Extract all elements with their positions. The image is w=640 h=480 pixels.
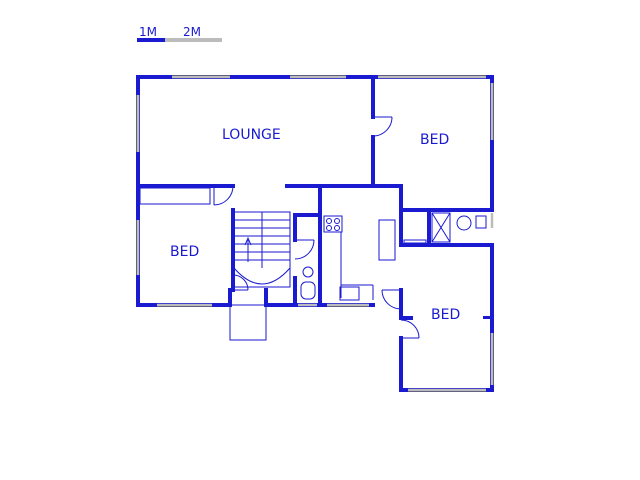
window-bed-top	[378, 75, 486, 79]
stair-treads	[234, 219, 290, 261]
scale-label-1m: 1M	[139, 25, 157, 39]
windows	[136, 75, 494, 392]
shower	[431, 212, 451, 243]
window-bed3-right	[490, 333, 494, 385]
scale-label-2m: 2M	[183, 25, 201, 39]
room-label-bed-bottom-right: BED	[431, 307, 460, 323]
room-label-bed-left: BED	[170, 244, 199, 260]
door-bedroom3	[400, 319, 420, 339]
bath-fixtures	[403, 212, 487, 244]
doors	[213, 116, 420, 339]
bath-shelf	[403, 239, 427, 244]
window-lounge-2	[290, 75, 346, 79]
wc-basin	[302, 266, 314, 278]
kitchen-sink	[339, 286, 360, 301]
door-bed-top	[372, 116, 393, 137]
stair-arrow-head	[244, 236, 252, 246]
entrance-step	[229, 304, 267, 341]
window-bed3-bottom	[408, 388, 486, 392]
window-lounge-1	[172, 75, 230, 79]
window-bed-right	[490, 83, 494, 140]
stove	[323, 215, 343, 233]
wall-stubs	[406, 243, 490, 319]
door-kitchen-lower	[381, 289, 402, 310]
bath-toilet	[475, 215, 487, 229]
stair-landing-arc	[233, 267, 291, 285]
staircase	[233, 211, 291, 288]
wardrobe-bedroom2	[139, 187, 211, 205]
window-bed-left-bottom	[157, 303, 212, 307]
fridge	[378, 219, 396, 261]
bath-basin	[456, 215, 472, 231]
door-entrance	[232, 274, 249, 291]
walls	[136, 75, 494, 392]
door-wc	[294, 239, 315, 260]
room-label-lounge: LOUNGE	[222, 127, 281, 143]
wc-fixtures	[300, 266, 316, 300]
window-bed-left	[136, 220, 140, 275]
door-bedroom2	[213, 185, 234, 206]
room-label-bed-top-right: BED	[420, 132, 449, 148]
window-lounge-left	[136, 95, 140, 152]
scale-bar: 1M 2M	[137, 25, 222, 42]
kitchen-fixtures	[323, 215, 396, 301]
toilet	[300, 281, 316, 300]
window-kitchen-bottom	[327, 303, 369, 307]
